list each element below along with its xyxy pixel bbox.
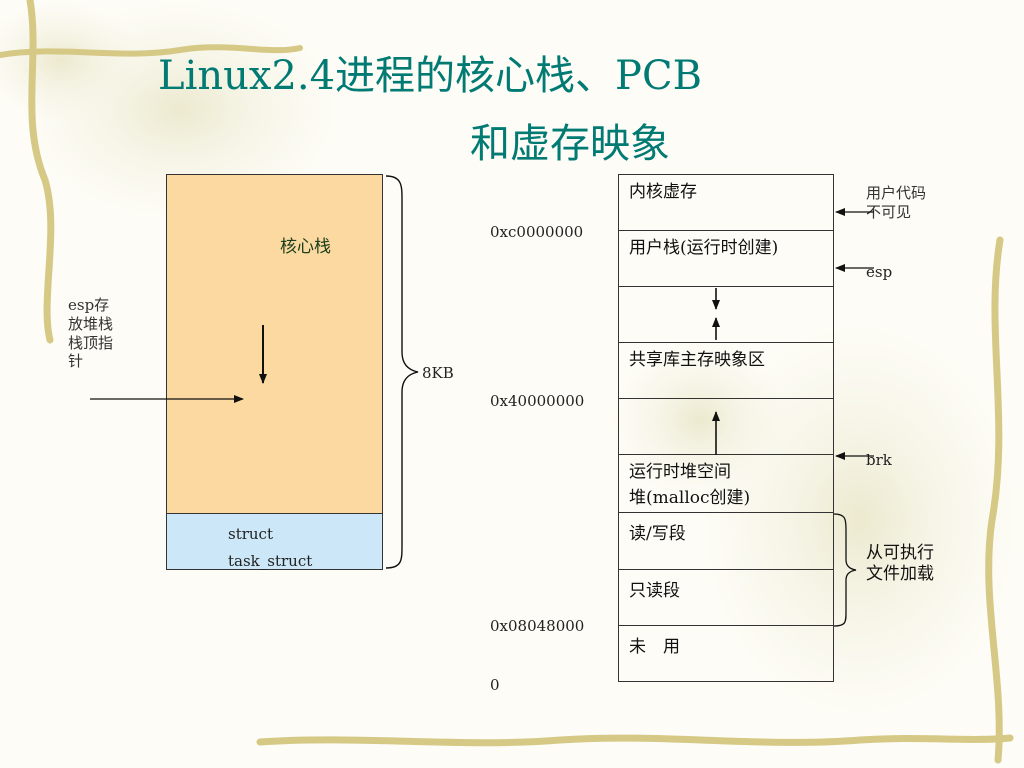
task-struct-box [166, 513, 383, 570]
address-kernel: 0xc0000000 [490, 223, 584, 241]
address-shared: 0x40000000 [490, 392, 585, 410]
esp-note-line: 针 [68, 352, 84, 371]
address-zero: 0 [490, 676, 500, 694]
task-struct-label-line1: struct [228, 525, 273, 543]
esp-note-line: 栈顶指 [68, 333, 114, 352]
mem-row-unused: 未 用 [618, 625, 834, 682]
mem-row-label: 读/写段 [629, 524, 686, 544]
esp-note-line: 放堆栈 [68, 314, 114, 333]
loaded-from-brace [833, 513, 857, 627]
kernel-invisible-note: 用户代码 不可见 [866, 184, 926, 222]
loaded-from-line: 从可执行 [866, 543, 934, 563]
mem-row-label: 未 用 [629, 637, 680, 657]
mem-row-heap: 运行时堆空间 堆(malloc创建) [618, 454, 834, 513]
esp-note: esp存 放堆栈 栈顶指 针 [68, 296, 113, 371]
size-label-8kb: 8KB [422, 364, 454, 382]
vine-right [985, 236, 1004, 764]
esp-note-line: esp存 [68, 296, 110, 314]
mem-row-label: 共享库主存映象区 [629, 350, 765, 370]
task-struct-label-line2: task_struct [228, 552, 313, 570]
address-program: 0x08048000 [490, 617, 585, 635]
flower-blob [610, 340, 790, 500]
kernel-stack-label: 核心栈 [280, 237, 331, 257]
vine-bottom [256, 734, 1014, 747]
mem-row-label: 运行时堆空间 [629, 462, 731, 482]
size-brace [385, 175, 419, 569]
kernel-stack-box [166, 174, 383, 514]
page-title-line1: Linux2.4进程的核心栈、PCB [158, 53, 702, 99]
mem-row-label: 只读段 [629, 581, 680, 601]
loaded-from-line: 文件加载 [866, 564, 934, 585]
kernel-invisible-note-line: 不可见 [866, 202, 912, 221]
mem-row-label: 用户栈(运行时创建) [629, 238, 779, 258]
page-title-line2: 和虚存映象 [470, 121, 670, 167]
loaded-from-executable-note: 从可执行 文件加载 [866, 543, 934, 586]
mem-row-label: 内核虚存 [629, 182, 697, 202]
kernel-invisible-note-line: 用户代码 [866, 184, 927, 202]
mem-row-label-2: 堆(malloc创建) [629, 488, 751, 508]
vine-top [0, 44, 303, 58]
